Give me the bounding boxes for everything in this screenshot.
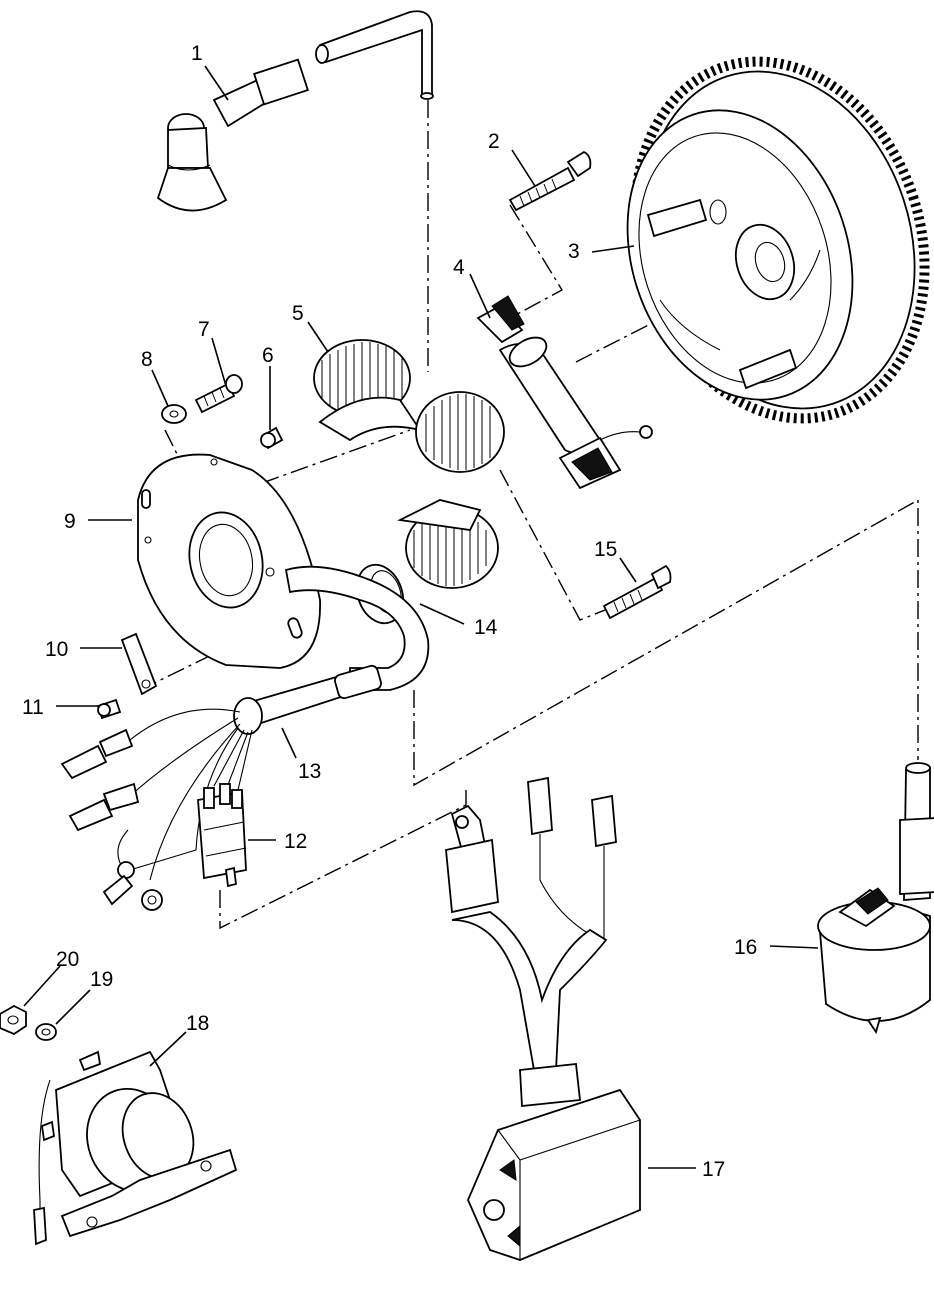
ignition-coil-lower xyxy=(397,499,499,589)
wire-harness xyxy=(129,565,430,881)
screw-15 xyxy=(602,564,672,620)
callout-15: 15 xyxy=(594,538,617,561)
callout-16: 16 xyxy=(734,936,757,959)
callout-13: 13 xyxy=(298,760,321,783)
callout-1: 1 xyxy=(191,42,203,65)
screw-6 xyxy=(260,426,284,450)
ignition-coil-upper xyxy=(313,339,423,442)
callout-14: 14 xyxy=(474,616,498,639)
callout-5: 5 xyxy=(292,302,304,325)
screw-2 xyxy=(508,150,592,212)
callout-numbers: 1 2 3 4 5 6 7 8 9 10 11 12 13 14 15 16 1… xyxy=(22,42,757,1181)
harness-terminals xyxy=(60,728,163,911)
connector-12 xyxy=(197,783,247,888)
callout-10: 10 xyxy=(45,638,68,661)
callout-2: 2 xyxy=(488,130,500,153)
callout-9: 9 xyxy=(64,510,76,533)
callout-19: 19 xyxy=(90,968,113,991)
leader-lines xyxy=(23,65,819,1169)
callout-17: 17 xyxy=(702,1158,725,1181)
callout-6: 6 xyxy=(262,344,274,367)
ignition-coil-16 xyxy=(817,762,934,1035)
callout-8: 8 xyxy=(141,348,153,371)
screw-7 xyxy=(194,374,243,414)
flywheel xyxy=(626,56,930,424)
lighting-coil xyxy=(476,295,653,490)
stator-plate xyxy=(137,453,321,669)
callout-3: 3 xyxy=(568,240,580,263)
clamp-10 xyxy=(120,632,158,696)
callout-12: 12 xyxy=(284,830,307,853)
washer-19 xyxy=(35,1023,57,1041)
screw-11 xyxy=(96,698,122,720)
callout-11: 11 xyxy=(22,696,44,719)
washer-8 xyxy=(161,404,187,424)
cdi-box xyxy=(445,776,641,1261)
ignition-coil-center xyxy=(415,391,505,473)
nut-20 xyxy=(0,1004,27,1036)
callout-18: 18 xyxy=(186,1012,209,1035)
callout-4: 4 xyxy=(453,256,465,279)
callout-7: 7 xyxy=(198,318,210,341)
spark-plug-cap xyxy=(156,10,434,212)
callout-20: 20 xyxy=(56,948,79,971)
solenoid xyxy=(33,1050,238,1246)
